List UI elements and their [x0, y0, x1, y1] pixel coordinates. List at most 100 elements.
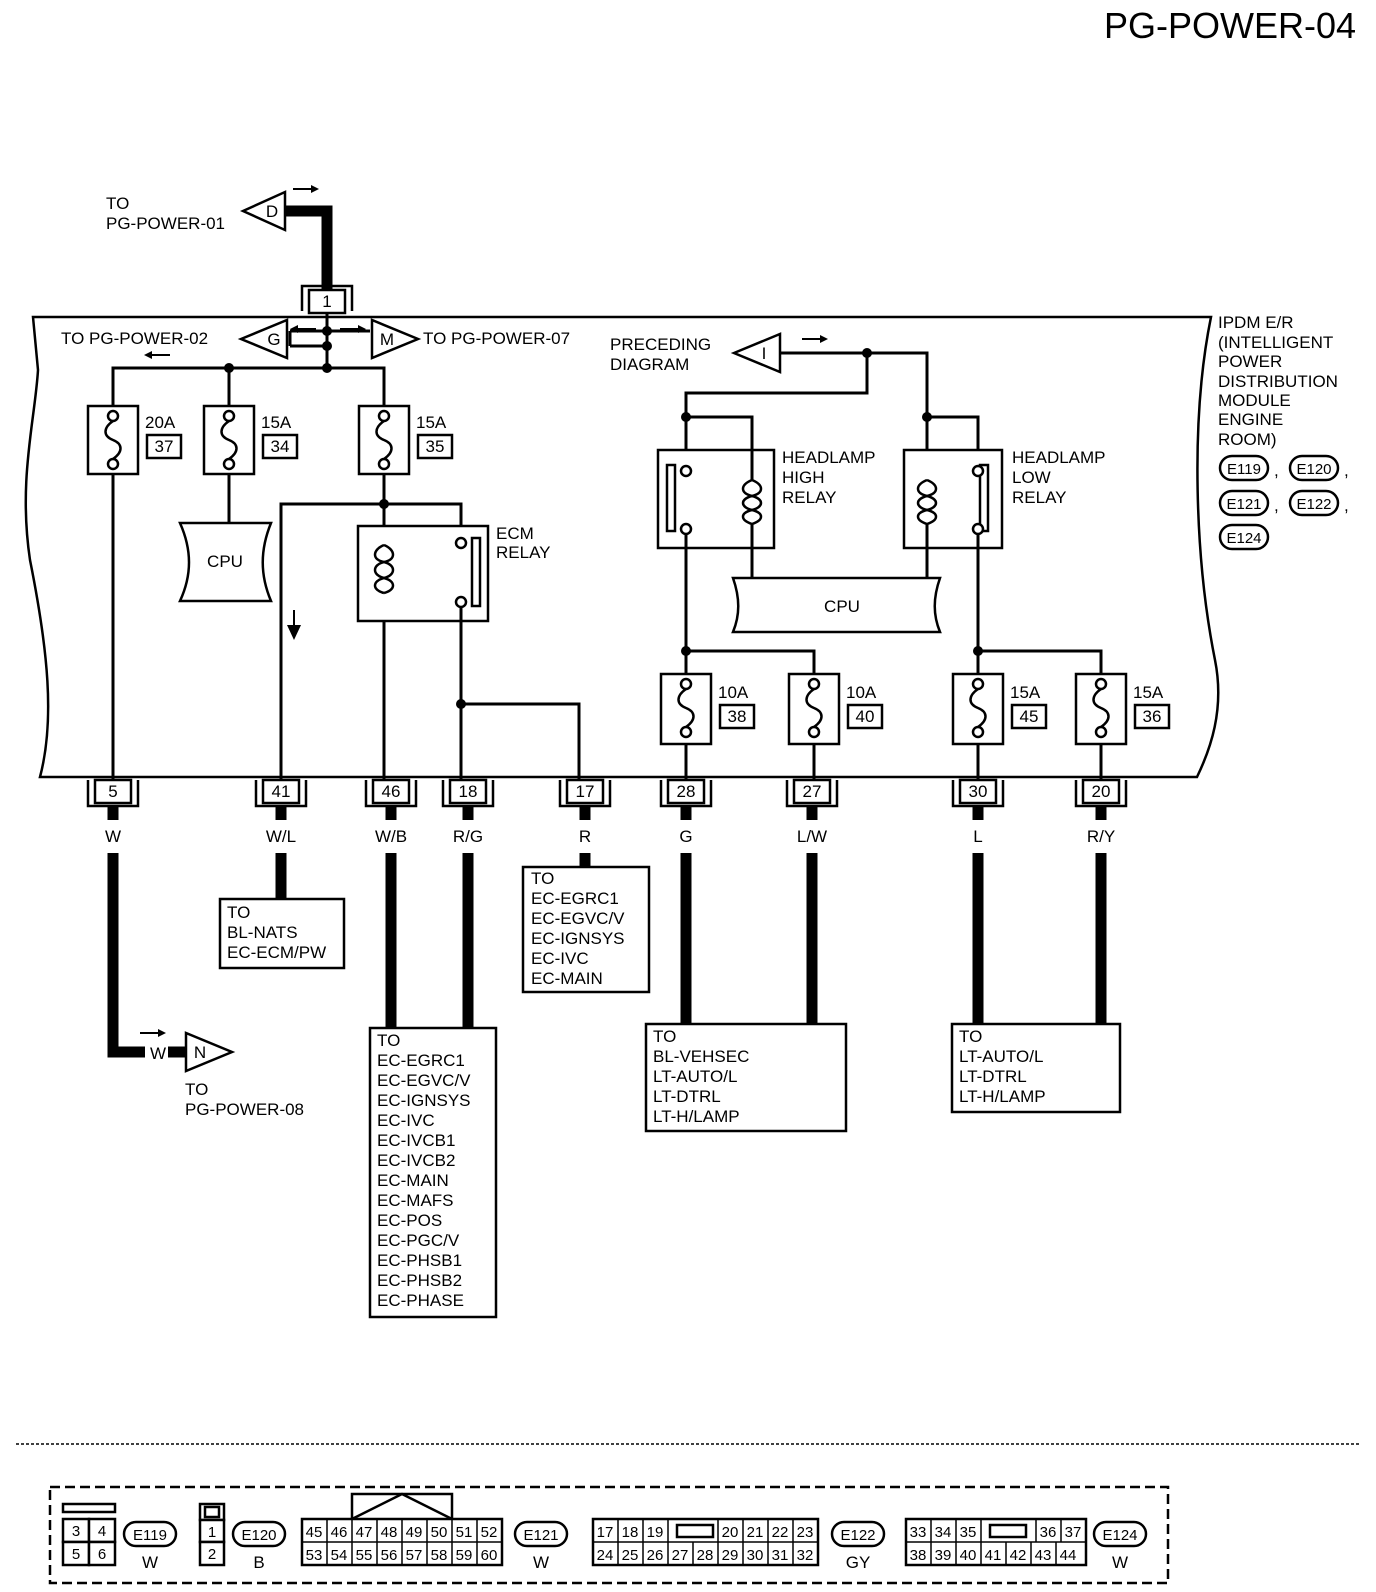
svg-text:49: 49	[406, 1524, 423, 1541]
svg-text:34: 34	[271, 437, 290, 456]
svg-text:BL-VEHSEC: BL-VEHSEC	[653, 1047, 749, 1066]
wire-color-r: R	[321, 243, 333, 262]
svg-text:38: 38	[728, 707, 747, 726]
svg-text:LT-AUTO/L: LT-AUTO/L	[653, 1067, 737, 1086]
offpage-connector-m[interactable]: M	[370, 318, 422, 360]
svg-text:E121: E121	[1226, 496, 1261, 513]
offpage-d-target: PG-POWER-01	[106, 214, 225, 233]
svg-text:I: I	[762, 344, 767, 363]
svg-text:EC-IGNSYS: EC-IGNSYS	[377, 1091, 471, 1110]
svg-text:EC-IVCB1: EC-IVCB1	[377, 1131, 455, 1150]
svg-text:44: 44	[1060, 1547, 1077, 1564]
svg-text:1: 1	[322, 292, 331, 311]
svg-text:51: 51	[456, 1524, 473, 1541]
svg-text:34: 34	[935, 1524, 952, 1541]
svg-text:39: 39	[935, 1547, 952, 1564]
svg-text:31: 31	[772, 1547, 789, 1564]
svg-text:RELAY: RELAY	[496, 543, 551, 562]
svg-text:E120: E120	[1296, 461, 1331, 478]
svg-text:TO: TO	[531, 869, 554, 888]
svg-text:28: 28	[677, 782, 696, 801]
svg-text:10A: 10A	[718, 683, 749, 702]
svg-text:29: 29	[722, 1547, 739, 1564]
svg-text:EC-EGVC/V: EC-EGVC/V	[531, 909, 625, 928]
svg-text:N: N	[194, 1043, 206, 1062]
svg-text:W: W	[1112, 1553, 1128, 1572]
dest-box-lt-high: TO BL-VEHSEC LT-AUTO/L LT-DTRL LT-H/LAMP	[644, 1022, 848, 1133]
fuse-34: 15A 34	[202, 404, 299, 476]
svg-text:40: 40	[856, 707, 875, 726]
offpage-connector-g[interactable]: G	[237, 318, 289, 360]
svg-text:D: D	[266, 202, 278, 221]
svg-text:45: 45	[1020, 707, 1039, 726]
svg-text:41: 41	[272, 782, 291, 801]
svg-text:EC-IVC: EC-IVC	[531, 949, 589, 968]
connector-e120: 1 2 E120 B	[198, 1502, 287, 1572]
svg-text:E120: E120	[241, 1527, 276, 1544]
svg-text:L: L	[973, 827, 982, 846]
svg-text:,: ,	[1344, 461, 1349, 480]
svg-text:5: 5	[108, 782, 117, 801]
svg-text:EC-EGVC/V: EC-EGVC/V	[377, 1071, 471, 1090]
wire-r-input	[285, 205, 333, 292]
svg-text:45: 45	[306, 1524, 323, 1541]
svg-text:MODULE: MODULE	[1218, 391, 1291, 410]
svg-text:,: ,	[1274, 461, 1279, 480]
svg-text:RELAY: RELAY	[782, 488, 837, 507]
svg-text:46: 46	[331, 1524, 348, 1541]
svg-text:4: 4	[98, 1523, 106, 1540]
svg-text:56: 56	[381, 1547, 398, 1564]
connector-e124: 33 34 35 36 37 38 39 40 41 42 43 44 E124…	[904, 1517, 1148, 1572]
svg-text:18: 18	[622, 1524, 639, 1541]
fuse-45: 15A 45	[951, 672, 1048, 746]
offpage-connector-d[interactable]: D	[239, 190, 287, 232]
svg-text:LT-DTRL: LT-DTRL	[653, 1087, 721, 1106]
terminal-5: 5	[86, 778, 140, 808]
svg-text:52: 52	[481, 1524, 498, 1541]
terminal-17: 17	[558, 778, 612, 808]
svg-text:EC-PGC/V: EC-PGC/V	[377, 1231, 460, 1250]
svg-text:W: W	[533, 1553, 549, 1572]
offpage-n-to: TO	[185, 1080, 208, 1099]
svg-text:G: G	[267, 330, 280, 349]
terminal-1: 1	[300, 284, 354, 315]
connector-legend-frame	[48, 1485, 1170, 1585]
ipdm-module-outline	[24, 315, 1220, 779]
dest-box-lt-low: TO LT-AUTO/L LT-DTRL LT-H/LAMP	[950, 1022, 1122, 1114]
svg-text:50: 50	[431, 1524, 448, 1541]
svg-text:57: 57	[406, 1547, 423, 1564]
svg-text:LOW: LOW	[1012, 468, 1051, 487]
svg-text:21: 21	[747, 1524, 764, 1541]
svg-text:E121: E121	[523, 1527, 558, 1544]
svg-text:33: 33	[910, 1524, 927, 1541]
svg-text:37: 37	[1065, 1524, 1082, 1541]
svg-text:BL-NATS: BL-NATS	[227, 923, 298, 942]
svg-text:15A: 15A	[1010, 683, 1041, 702]
svg-text:R: R	[579, 827, 591, 846]
cpu-right: CPU	[731, 576, 942, 634]
svg-text:3: 3	[72, 1523, 80, 1540]
svg-text:20A: 20A	[145, 413, 176, 432]
fuse-35: 15A 35	[357, 404, 454, 476]
svg-text:27: 27	[672, 1547, 689, 1564]
svg-text:6: 6	[98, 1546, 106, 1563]
bottom-terminals: 5 41 46 18 17 28 27	[86, 778, 1128, 808]
svg-text:15A: 15A	[1133, 683, 1164, 702]
svg-text:58: 58	[431, 1547, 448, 1564]
cpu-left: CPU	[178, 521, 273, 603]
svg-text:ROOM): ROOM)	[1218, 430, 1277, 449]
svg-text:36: 36	[1040, 1524, 1057, 1541]
headlamp-low-relay: HEADLAMP LOW RELAY	[902, 448, 1106, 550]
svg-text:EC-MAIN: EC-MAIN	[531, 969, 603, 988]
svg-text:55: 55	[356, 1547, 373, 1564]
wire-color-n: W	[150, 1044, 166, 1063]
svg-text:EC-EGRC1: EC-EGRC1	[377, 1051, 465, 1070]
svg-text:LT-H/LAMP: LT-H/LAMP	[959, 1087, 1046, 1106]
ecm-relay: ECM RELAY	[356, 524, 551, 623]
svg-text:TO: TO	[227, 903, 250, 922]
offpage-connector-n[interactable]: N	[184, 1031, 236, 1073]
svg-text:59: 59	[456, 1547, 473, 1564]
svg-text:19: 19	[647, 1524, 664, 1541]
offpage-connector-i[interactable]: I	[730, 332, 782, 374]
svg-text:DISTRIBUTION: DISTRIBUTION	[1218, 372, 1338, 391]
